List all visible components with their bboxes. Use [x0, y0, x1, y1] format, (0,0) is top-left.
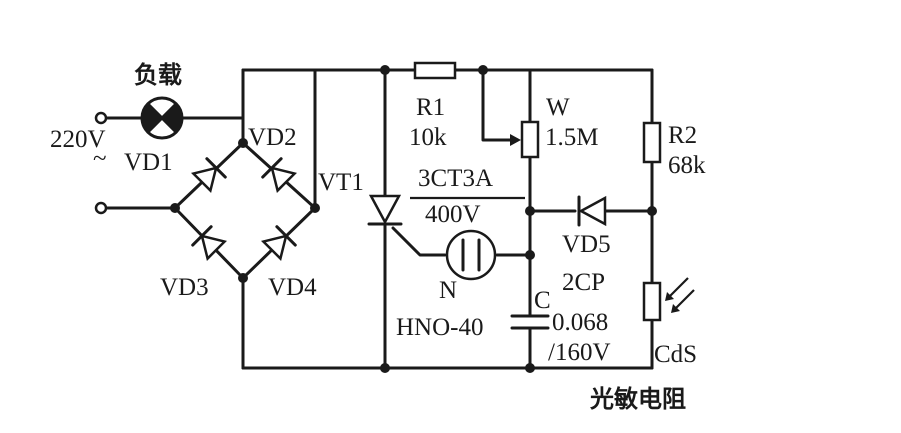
potentiometer-w — [510, 120, 540, 159]
label-photoresistor: 光敏电阻 — [589, 385, 686, 413]
label-vd1: VD1 — [124, 149, 173, 176]
photoresistor-cds — [642, 277, 695, 322]
neon-lamp-n — [445, 229, 497, 281]
label-thyristor-rating: 400V — [425, 201, 481, 228]
label-r2: R2 — [668, 122, 697, 149]
label-r2-value: 68k — [668, 152, 706, 179]
label-capacitor: C — [534, 287, 551, 314]
label-vd5: VD5 — [562, 231, 611, 258]
label-vd3: VD3 — [160, 274, 209, 301]
label-cds: CdS — [654, 341, 697, 368]
label-vt1: VT1 — [318, 169, 364, 196]
resistor-r2 — [642, 121, 662, 164]
label-voltage: 220V — [50, 126, 106, 153]
diode-vd5 — [577, 195, 607, 227]
label-capacitor-value: 0.068 — [552, 309, 608, 336]
label-vd4: VD4 — [268, 274, 317, 301]
label-r1-value: 10k — [409, 124, 447, 151]
thyristor-vt1 — [367, 194, 403, 226]
label-ac-symbol: ~ — [93, 145, 107, 172]
junctions — [170, 65, 657, 373]
label-thyristor-model: 3CT3A — [418, 165, 493, 192]
load-lamp — [140, 96, 184, 140]
label-r1: R1 — [416, 94, 445, 121]
label-vd2: VD2 — [248, 124, 297, 151]
wires — [102, 68, 654, 370]
diode-vd1 — [190, 157, 227, 194]
label-w-value: 1.5M — [545, 124, 598, 151]
label-neon: N — [439, 277, 457, 304]
diode-vd2 — [261, 157, 298, 194]
diode-vd3 — [191, 225, 228, 262]
label-vd5-model: 2CP — [562, 269, 605, 296]
diode-vd4 — [260, 225, 297, 262]
label-load: 负载 — [134, 61, 182, 89]
label-neon-model: HNO-40 — [396, 314, 484, 341]
input-terminal-bottom — [94, 201, 108, 215]
resistor-r1 — [413, 61, 457, 80]
label-capacitor-voltage: /160V — [548, 339, 611, 366]
input-terminal-top — [94, 111, 108, 125]
label-w: W — [546, 94, 570, 121]
capacitor-c — [510, 314, 550, 330]
